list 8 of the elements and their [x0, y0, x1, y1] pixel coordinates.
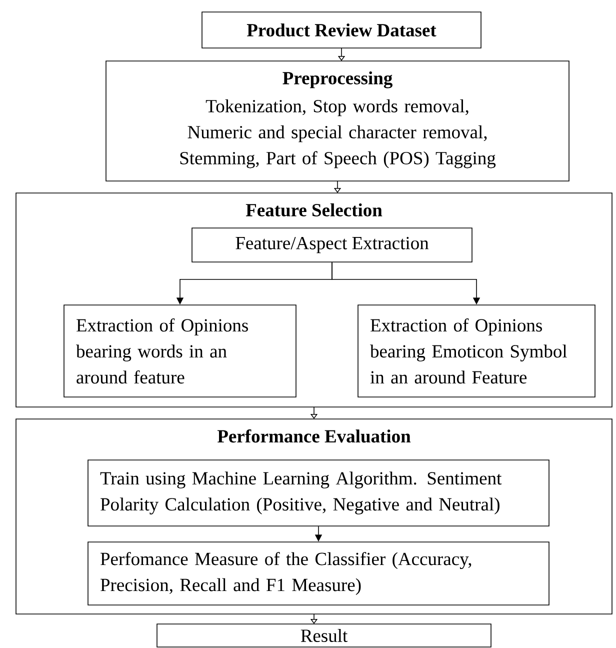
process-box: Result — [156, 624, 492, 648]
process-box: Extraction of Opinions bearing Emoticon Symbol in an around Feature — [358, 304, 596, 398]
process-box: Feature/Aspect Extraction — [192, 228, 472, 262]
process-box: Preprocessing Tokenization, Stop words removal, Numeric and special character removal, Stemming, Part of Speech (POS) Tagging — [106, 60, 570, 182]
process-box: Extraction of Opinions bearing words in an around feature — [64, 304, 296, 398]
process-box: Train using Machine Learning Algorithm. Sentiment Polarity Calculation (Positive, Negative and Neutral) — [88, 460, 550, 526]
process-box: Product Review Dataset — [202, 12, 482, 48]
process-box: Perfomance Measure of the Classifier (Accuracy, Precision, Recall and F1 Measure) — [88, 542, 550, 606]
